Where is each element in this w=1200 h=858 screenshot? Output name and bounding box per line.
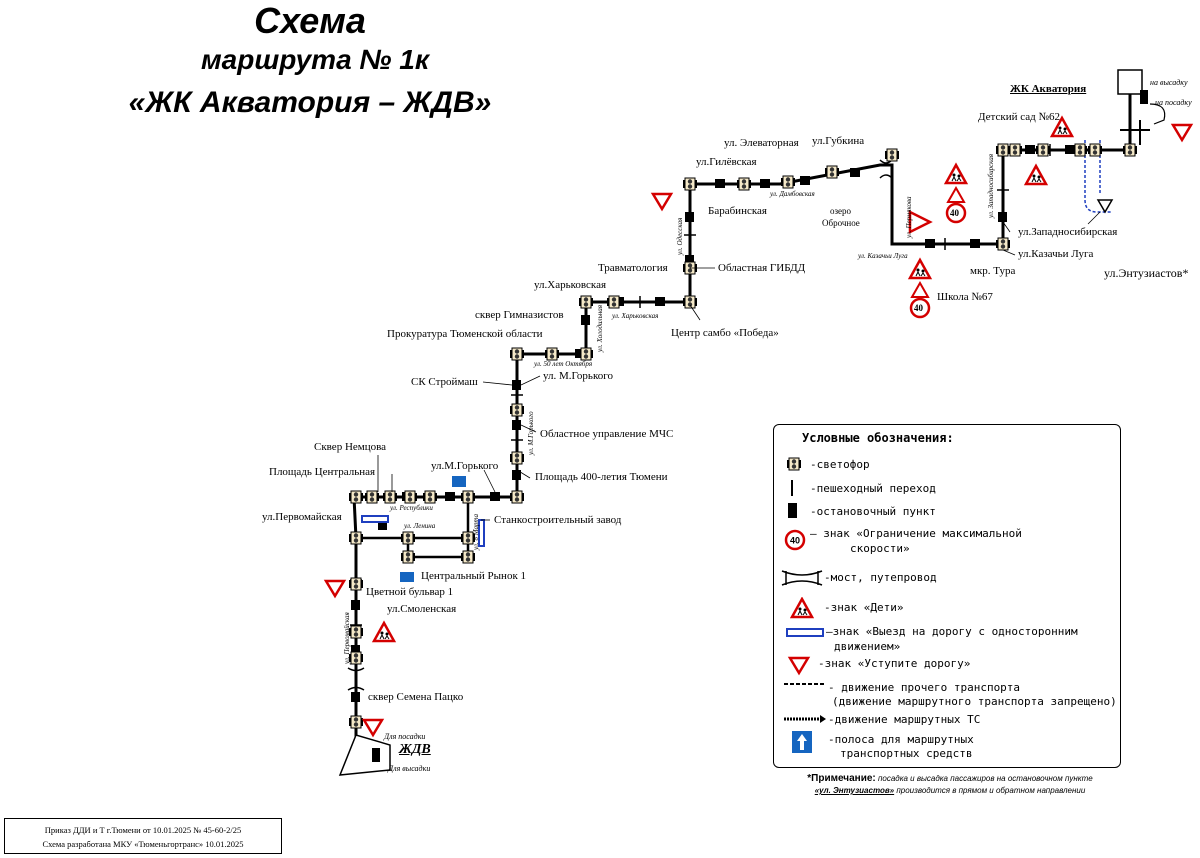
legend-item: -светофор [810, 458, 870, 471]
speed-limit-value: 40 [914, 303, 923, 313]
legend-item: -знак «Дети» [824, 601, 904, 614]
street-label: ул. Первомайская [343, 612, 351, 664]
route-number: маршрута № 1к [200, 44, 430, 75]
legend-item: -знак «Уступите дорогу» [818, 657, 971, 670]
stop-label: Прокуратура Тюменской области [387, 328, 543, 340]
legend-item: -пешеходный переход [810, 482, 936, 495]
note-label: на посадку [1155, 98, 1192, 107]
street-label: ул. М.Горького [527, 411, 535, 455]
stop-label: Травматология [598, 262, 668, 274]
stop-label: Сквер Немцова [314, 441, 387, 453]
street-label: ул. Холодильная [596, 305, 604, 352]
stop-label: сквер Гимназистов [475, 309, 564, 321]
footnote-text: производится в прямом и обратном направл… [896, 786, 1086, 795]
stop-label: Станкостроительный завод [494, 514, 622, 526]
stop-label: СК Строймаш [411, 376, 478, 388]
page-title: Схема [254, 0, 366, 41]
oneway-exit-sign-icon [786, 628, 824, 637]
stop-label: сквер Семена Пацко [368, 691, 464, 703]
street-label: ул. 50 лет Октября [534, 360, 593, 368]
street-label: ул. Казачьи Луга [858, 252, 908, 260]
stop-label: ул.Первомайская [262, 511, 342, 523]
footnote-street: «ул. Энтузиастов» [814, 786, 895, 795]
legend-item: скорости» [850, 542, 910, 555]
note-label: Для высадки [388, 764, 431, 773]
legend-item: -полоса для маршрутных [828, 733, 974, 746]
stop-label: озеро [830, 206, 852, 216]
legend-item: -мост, путепровод [824, 571, 937, 584]
legend-title: Условные обозначения: [802, 431, 954, 445]
stop-label: Цветной бульвар 1 [366, 586, 454, 598]
route-name: «ЖК Акватория – ЖДВ» [128, 86, 492, 119]
stop-label: Площадь Центральная [269, 466, 376, 478]
bus-lane-icon [400, 476, 466, 582]
stop-label: ул.Харьковская [534, 279, 607, 291]
stop-label: Оброчное [822, 218, 860, 228]
street-label: ул. 8 Марта [472, 513, 480, 550]
order-line: Приказ ДДИ и Т г.Тюмени от 10.01.2025 № … [44, 825, 242, 835]
stop-label: ЖК Акватория [1010, 83, 1087, 95]
stop-label: ул.Гилёвская [696, 156, 757, 168]
stop-label: Школа №67 [937, 291, 993, 303]
route-traffic-line-icon [784, 715, 826, 723]
stop-label: Центр самбо «Победа» [671, 327, 779, 339]
stop-label: ул.М.Горького [431, 460, 499, 472]
children-sign-icon [790, 597, 814, 619]
stop-label: Барабинская [708, 205, 767, 217]
street-label: ул. Пермякова [905, 196, 913, 238]
order-line: Схема разработана МКУ «Тюменьгортранс» 1… [42, 839, 244, 849]
note-label: на высадку [1150, 78, 1188, 87]
street-label: ул. Западносибирская [987, 153, 995, 218]
yield-sign-left-icon [908, 209, 933, 235]
stop-label: Площадь 400-летия Тюмени [535, 471, 668, 483]
legend-item: (движение маршрутного транспорта запреще… [832, 695, 1117, 708]
stop-label: Областное управление МЧС [540, 428, 674, 440]
stop-label: мкр. Тура [970, 265, 1016, 277]
stop-label: ул.Смоленская [387, 603, 457, 615]
stop-icon [788, 503, 797, 518]
stop-label: ул.Западносибирская [1018, 226, 1118, 238]
stop-label: ул. М.Горького [543, 370, 613, 382]
legend-item: -движение маршрутных ТС [828, 713, 981, 726]
stop-label: ЖДВ [399, 742, 431, 757]
legend-item: транспортных средств [840, 747, 973, 760]
street-label: ул. Республики [390, 504, 433, 512]
street-label: ул. Харьковская [612, 312, 659, 320]
note-label: Для посадки [384, 732, 426, 741]
legend-item: движением» [834, 640, 901, 653]
terminal-zhdv [338, 734, 391, 776]
street-label: ул. Дамбовская [770, 190, 815, 198]
yield-sign-icon [788, 656, 810, 675]
traffic-light-icon [786, 457, 802, 471]
crossing-icon [791, 480, 793, 496]
footnote-text: посадка и высадка пассажиров на останово… [877, 774, 1093, 783]
stop-label: ул.Губкина [812, 135, 865, 147]
stop-label: Областная ГИБДД [718, 262, 806, 274]
street-label: ул. Ленина [404, 522, 436, 530]
street-label: ул. Одесская [676, 217, 684, 255]
order-info-box: Приказ ДДИ и Т г.Тюмени от 10.01.2025 № … [4, 818, 282, 854]
stop-label: ул. Элеваторная [724, 137, 799, 149]
legend-item: –знак «Выезд на дорогу с односторонним [826, 625, 1078, 638]
stop-label: ул.Энтузиастов* [1104, 266, 1189, 280]
road-signs [324, 116, 1193, 737]
legend-item: -остановочный пункт [810, 505, 936, 518]
legend: Условные обозначения: -светофор -пешеход… [773, 424, 1121, 768]
bus-lane-icon [792, 731, 812, 753]
stop-label: ул.Казачьи Луга [1018, 248, 1094, 260]
stop-label: Детский сад №62 [978, 111, 1060, 123]
footnote-label: *Примечание: [807, 773, 876, 784]
legend-item: – знак «Ограничение максимальной [810, 527, 1022, 540]
speed-limit-sign-icon: 40 [784, 529, 806, 551]
terminal-akvatoriya [1117, 69, 1166, 145]
legend-item: - движение прочего транспорта [828, 681, 1021, 694]
stop-label: Центральный Рынок 1 [421, 570, 527, 582]
footnote: *Примечание: посадка и высадка пассажиро… [760, 773, 1140, 797]
bridge-icon [781, 570, 823, 586]
speed-limit-value: 40 [950, 208, 959, 218]
other-traffic-line-icon [784, 683, 824, 685]
svg-text:40: 40 [790, 536, 800, 546]
